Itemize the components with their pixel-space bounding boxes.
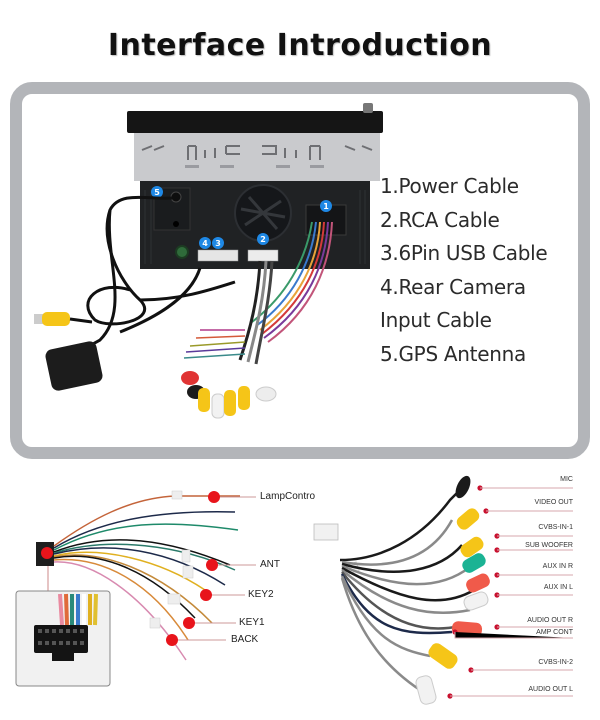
svg-text:4: 4 — [202, 239, 208, 248]
badge-2: 2 — [257, 233, 269, 245]
label-aux-in-l: AUX IN L — [543, 584, 573, 591]
label-cvbs-in-1: CVBS-IN-1 — [538, 524, 573, 531]
label-key2: KEY2 — [248, 589, 274, 600]
legend-item-usb-cable: 3.6Pin USB Cable — [380, 241, 548, 265]
label-audio-out-l: AUDIO OUT L — [528, 686, 573, 693]
badge-4: 4 — [199, 237, 211, 249]
legend-item-power-cable: 1.Power Cable — [380, 174, 519, 198]
cable-legend: 1.Power Cable 2.RCA Cable 3.6Pin USB Cab… — [380, 170, 580, 371]
connector-marker — [41, 547, 53, 559]
connector-inset — [15, 590, 111, 687]
gps-antenna — [45, 341, 103, 391]
badge-3: 3 — [212, 237, 224, 249]
legend-item-rear-camera: 4.Rear Camera — [380, 274, 526, 299]
label-video-out: VIDEO OUT — [534, 499, 573, 506]
label-sub-woofer: SUB WOOFER — [525, 542, 573, 549]
svg-text:3: 3 — [215, 239, 221, 248]
label-amp-cont: AMP CONT — [536, 629, 573, 636]
svg-text:5: 5 — [154, 188, 160, 197]
label-audio-out-r: AUDIO OUT R — [527, 617, 573, 624]
label-cvbs-in-2: CVBS-IN-2 — [538, 659, 573, 666]
loose-wires — [183, 329, 246, 359]
rca-port — [247, 249, 279, 262]
gps-cable — [81, 195, 236, 352]
label-back: BACK — [231, 634, 259, 645]
label-aux-in-r: AUX IN R — [542, 563, 573, 570]
legend-item-gps-antenna: 5.GPS Antenna — [380, 341, 526, 366]
label-ant: ANT — [260, 559, 280, 570]
legend-item-rear-camera-cont: Input Cable — [380, 308, 492, 332]
rca-plugs — [181, 371, 277, 419]
rear-camera-rca — [34, 312, 93, 326]
label-mic: MIC — [560, 476, 573, 483]
screen-edge — [127, 111, 383, 133]
rca-harness-diagram — [313, 475, 573, 705]
power-wires — [251, 221, 333, 343]
label-key1: KEY1 — [239, 617, 265, 628]
svg-text:2: 2 — [260, 235, 266, 244]
usb-camera-port — [197, 249, 239, 262]
badge-5: 5 — [151, 186, 163, 198]
label-lampcontrol: LampContro — [260, 491, 316, 502]
legend-item-rca-cable: 2.RCA Cable — [380, 207, 500, 232]
metal-chassis — [134, 133, 380, 181]
badge-1: 1 — [320, 200, 332, 212]
page-title: Interface Introduction — [107, 28, 493, 63]
power-harness-diagram — [36, 490, 256, 661]
rca-bundle — [238, 260, 274, 365]
knob-icon — [363, 103, 373, 113]
svg-text:1: 1 — [323, 202, 329, 211]
